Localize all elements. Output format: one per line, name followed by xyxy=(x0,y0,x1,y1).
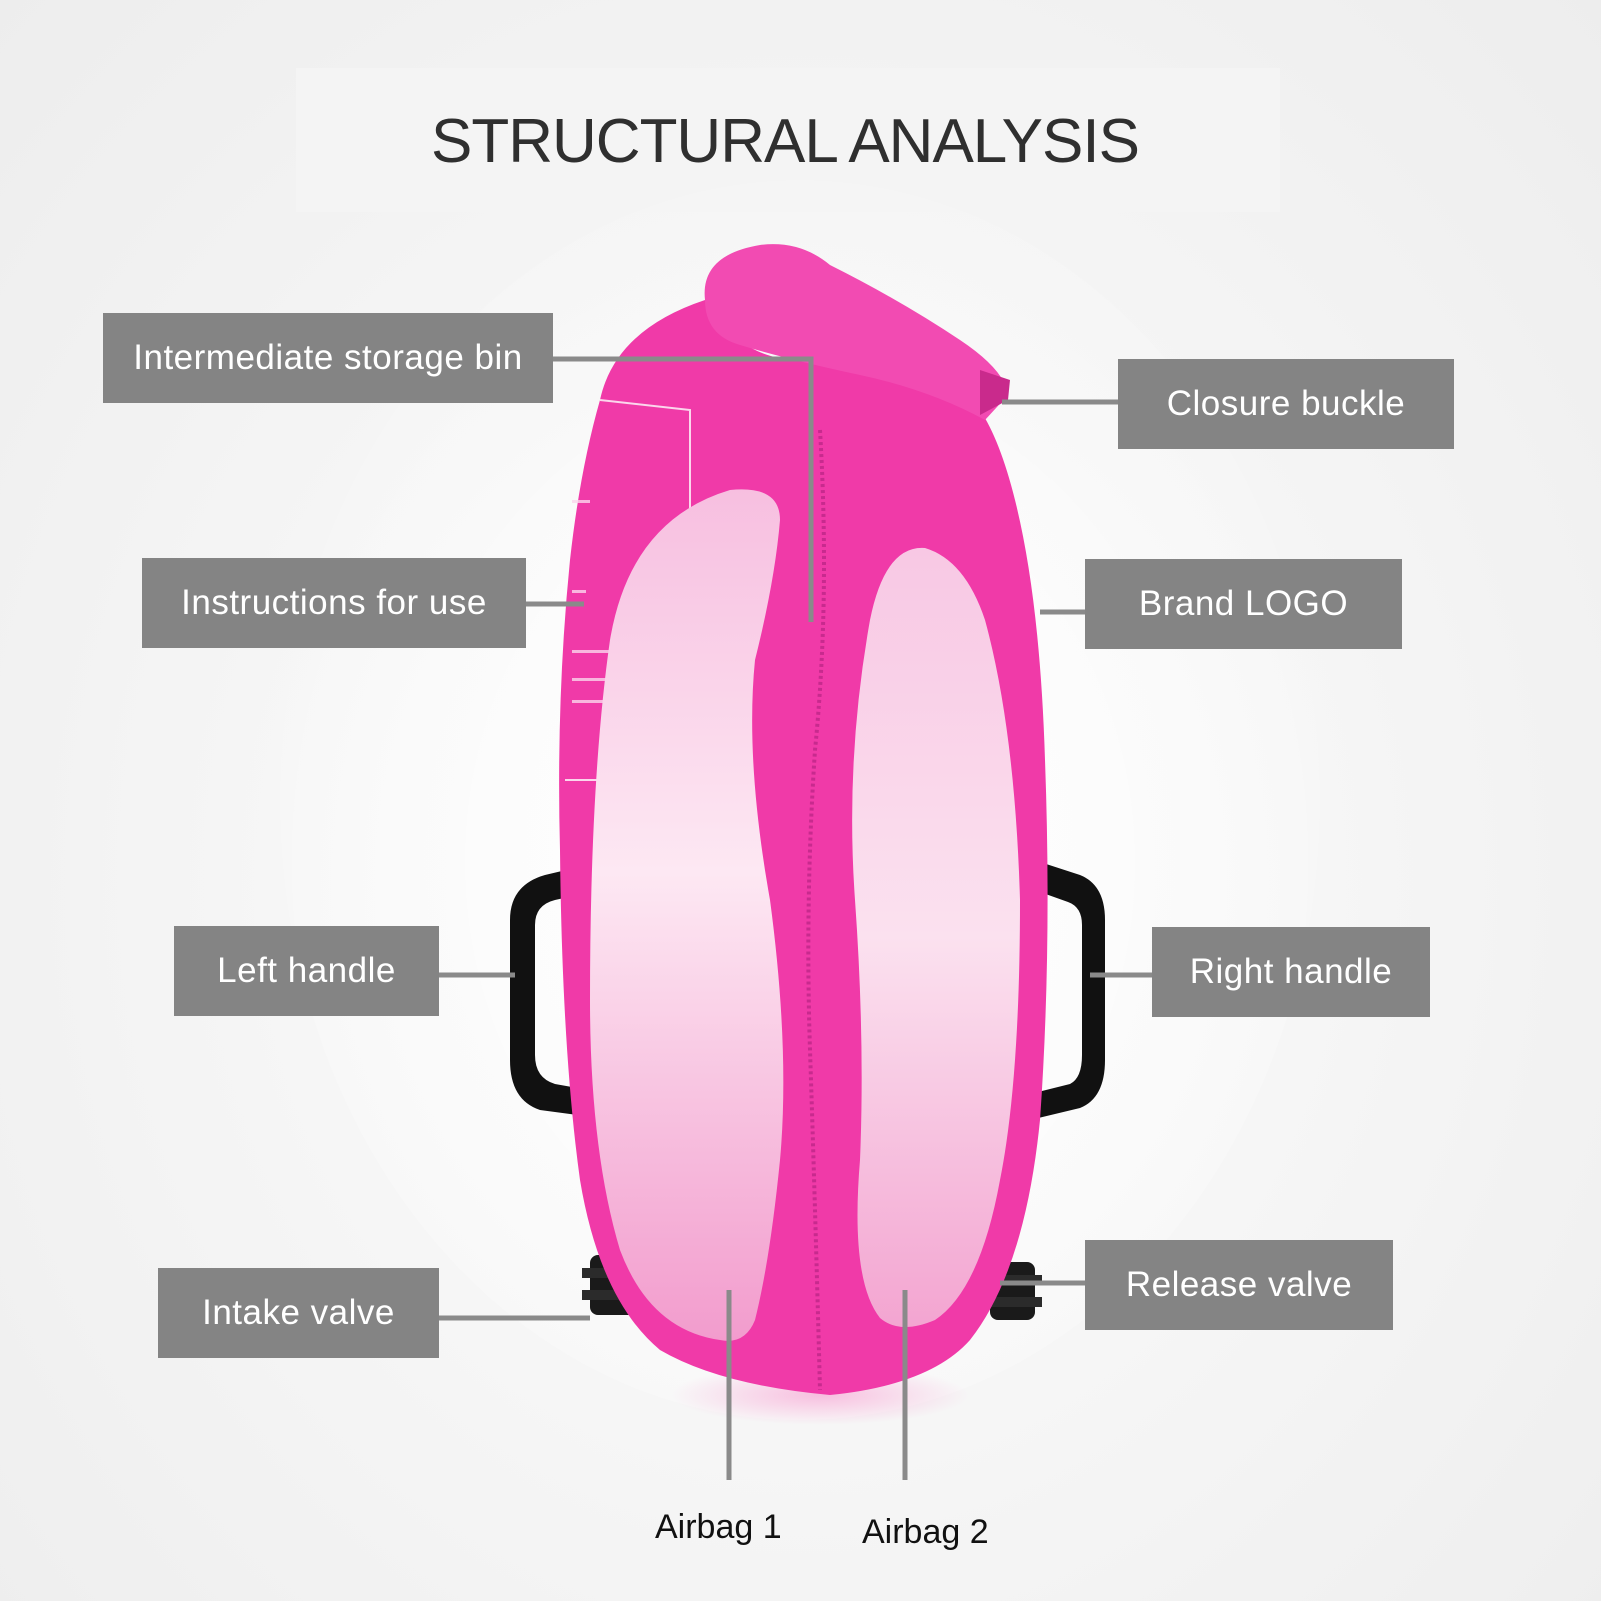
callout-instructions-for-use: Instructions for use xyxy=(142,558,526,648)
roll-top-closure xyxy=(704,244,1008,420)
callout-closure-buckle: Closure buckle xyxy=(1118,359,1454,449)
page-title: STRUCTURAL ANALYSIS xyxy=(431,107,1140,176)
right-handle xyxy=(1030,862,1105,1120)
callout-left-handle: Left handle xyxy=(174,926,439,1016)
label-airbag-2: Airbag 2 xyxy=(862,1513,989,1551)
label-airbag-1: Airbag 1 xyxy=(655,1508,782,1546)
callout-brand-logo: Brand LOGO xyxy=(1085,559,1402,649)
airbag-1-shape xyxy=(590,489,784,1341)
callout-release-valve: Release valve xyxy=(1085,1240,1393,1330)
callout-intermediate-storage-bin: Intermediate storage bin xyxy=(103,313,553,403)
callout-intake-valve: Intake valve xyxy=(158,1268,439,1358)
leader-lines xyxy=(439,356,1152,1480)
center-seam xyxy=(806,429,826,1391)
leader-intermediate-storage-bin xyxy=(553,356,814,622)
closure-buckle xyxy=(980,370,1010,415)
airbag-2-shape xyxy=(852,547,1020,1328)
left-handle xyxy=(510,862,600,1118)
callout-right-handle: Right handle xyxy=(1152,927,1430,1017)
